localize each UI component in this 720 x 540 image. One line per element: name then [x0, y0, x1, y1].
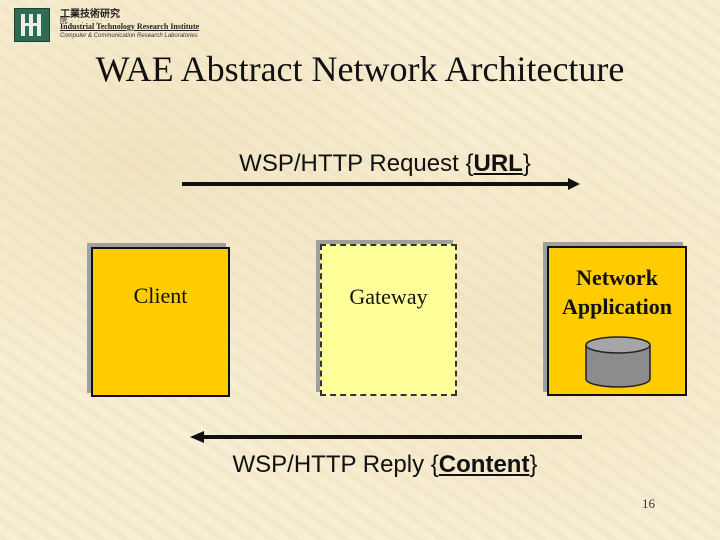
network-application-label-line2: Application [561, 294, 673, 319]
org-subtitle: 院.ᆞᆞ.ᆞᆞ.ᆞᆞ [60, 17, 111, 25]
request-arrowhead-icon [568, 178, 580, 190]
request-emphasis: URL [473, 150, 523, 177]
client-label: Client [133, 283, 188, 308]
reply-arrowhead-icon [190, 431, 204, 443]
gateway-label: Gateway [349, 284, 428, 309]
org-name-chinese: 工業技術研究 [60, 9, 120, 20]
network-application-label-line1: Network [576, 265, 658, 290]
request-arrow-line [182, 182, 570, 186]
request-suffix: } [522, 150, 531, 177]
reply-arrow-line [202, 435, 582, 439]
page-number: 16 [642, 496, 655, 511]
reply-prefix: WSP/HTTP Reply { [232, 451, 439, 478]
lab-name: Computer & Communication Research Labora… [60, 33, 198, 39]
itri-logo-icon [14, 8, 50, 42]
org-name-english: Industrial Technology Research Institute [60, 22, 200, 31]
database-cylinder-icon [585, 336, 651, 388]
reply-label: WSP/HTTP Reply {Content} [0, 451, 720, 479]
gateway-node: Gateway [320, 244, 457, 396]
slide-title: WAE Abstract Network Architecture [95, 49, 625, 89]
request-prefix: WSP/HTTP Request { [239, 150, 474, 177]
network-application-node: Network Application [547, 246, 687, 396]
client-node: Client [91, 247, 230, 397]
reply-suffix: } [529, 451, 538, 478]
request-label: WSP/HTTP Request {URL} [0, 150, 720, 178]
reply-emphasis: Content [438, 451, 530, 478]
